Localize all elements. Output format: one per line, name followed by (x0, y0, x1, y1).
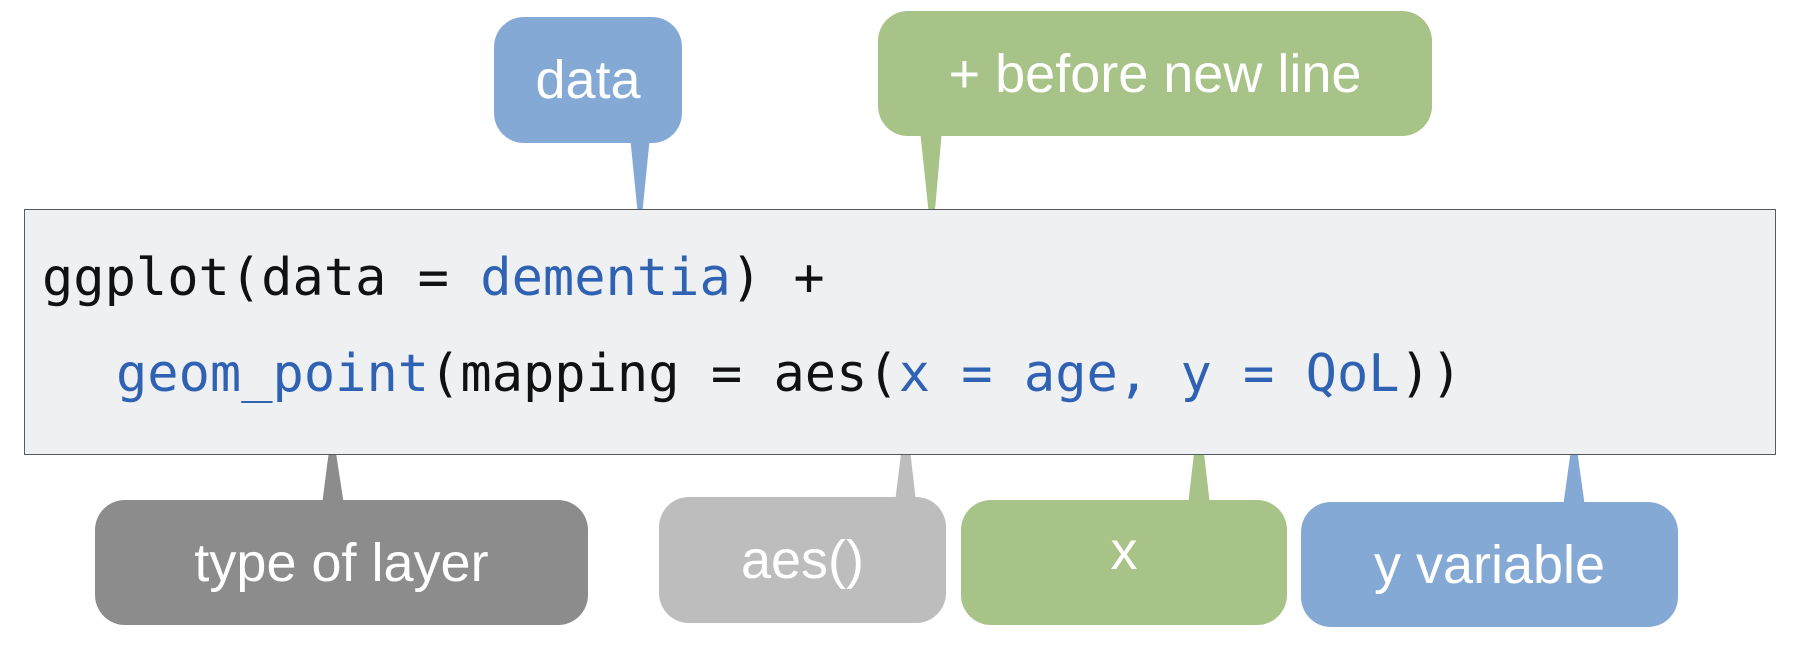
data-callout: data (494, 17, 682, 143)
code-line-geom: geom_point(mapping = aes(x = age, y = Qo… (116, 344, 1462, 404)
data-callout-label: data (535, 50, 641, 110)
y-variable-callout-label: y variable (1373, 534, 1606, 595)
plus-callout: + before new line (878, 11, 1432, 136)
code-block (24, 209, 1776, 455)
aes-callout-label: aes() (740, 530, 865, 590)
type-of-layer-callout: type of layer (95, 500, 588, 625)
x-callout: x (961, 500, 1287, 625)
mapping-aes-open: (mapping = aes( (429, 344, 899, 404)
y-variable-callout: y variable (1301, 502, 1678, 627)
plus-callout-label: + before new line (948, 43, 1362, 104)
code-line-ggplot: ggplot(data = dementia) + (42, 248, 825, 308)
aes-callout: aes() (659, 497, 946, 623)
ggplot-call-prefix: ggplot(data = (42, 248, 481, 308)
data-argument-value: dementia (480, 248, 731, 308)
geom-function-name: geom_point (116, 344, 430, 404)
closing-parens: )) (1399, 344, 1463, 404)
ggplot-call-suffix: ) + (730, 248, 825, 308)
aes-arguments: x = age, y = QoL (898, 344, 1400, 404)
type-of-layer-label: type of layer (194, 532, 489, 593)
x-callout-label: x (1110, 521, 1138, 581)
